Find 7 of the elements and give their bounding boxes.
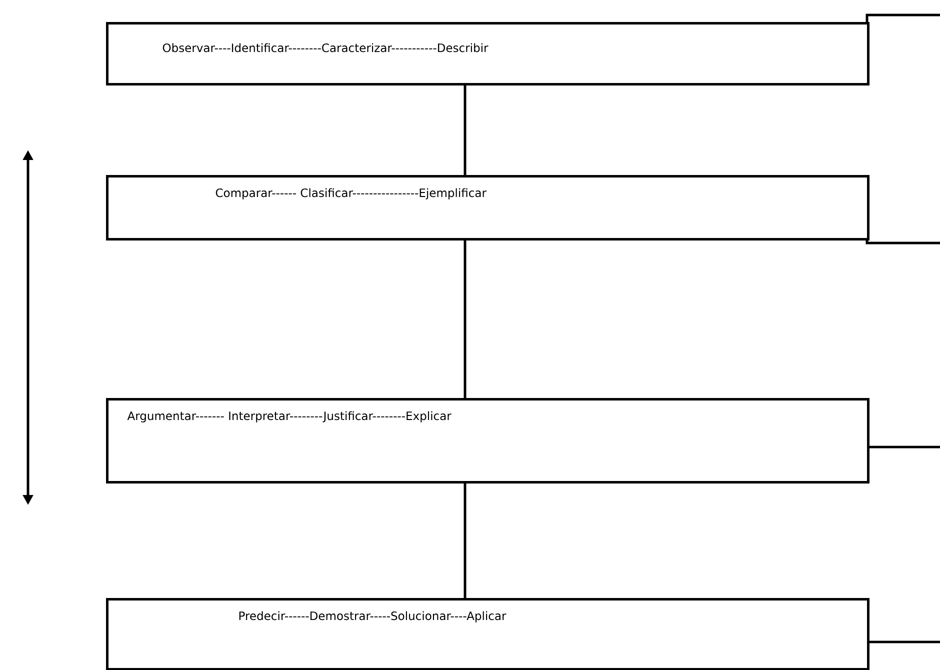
process-box: Predecir------Demostrar-----Solucionar----Aplicar <box>106 598 870 670</box>
connector-line <box>464 240 466 398</box>
process-box: Observar----Identificar--------Caracterizar-----------Describir <box>106 22 870 86</box>
connector-line <box>464 484 466 598</box>
process-box: Argumentar------- Interpretar--------Justificar--------Explicar <box>106 398 870 484</box>
connector-line <box>464 86 466 175</box>
process-box: Comparar------ Clasificar----------------Ejemplificar <box>106 175 870 240</box>
